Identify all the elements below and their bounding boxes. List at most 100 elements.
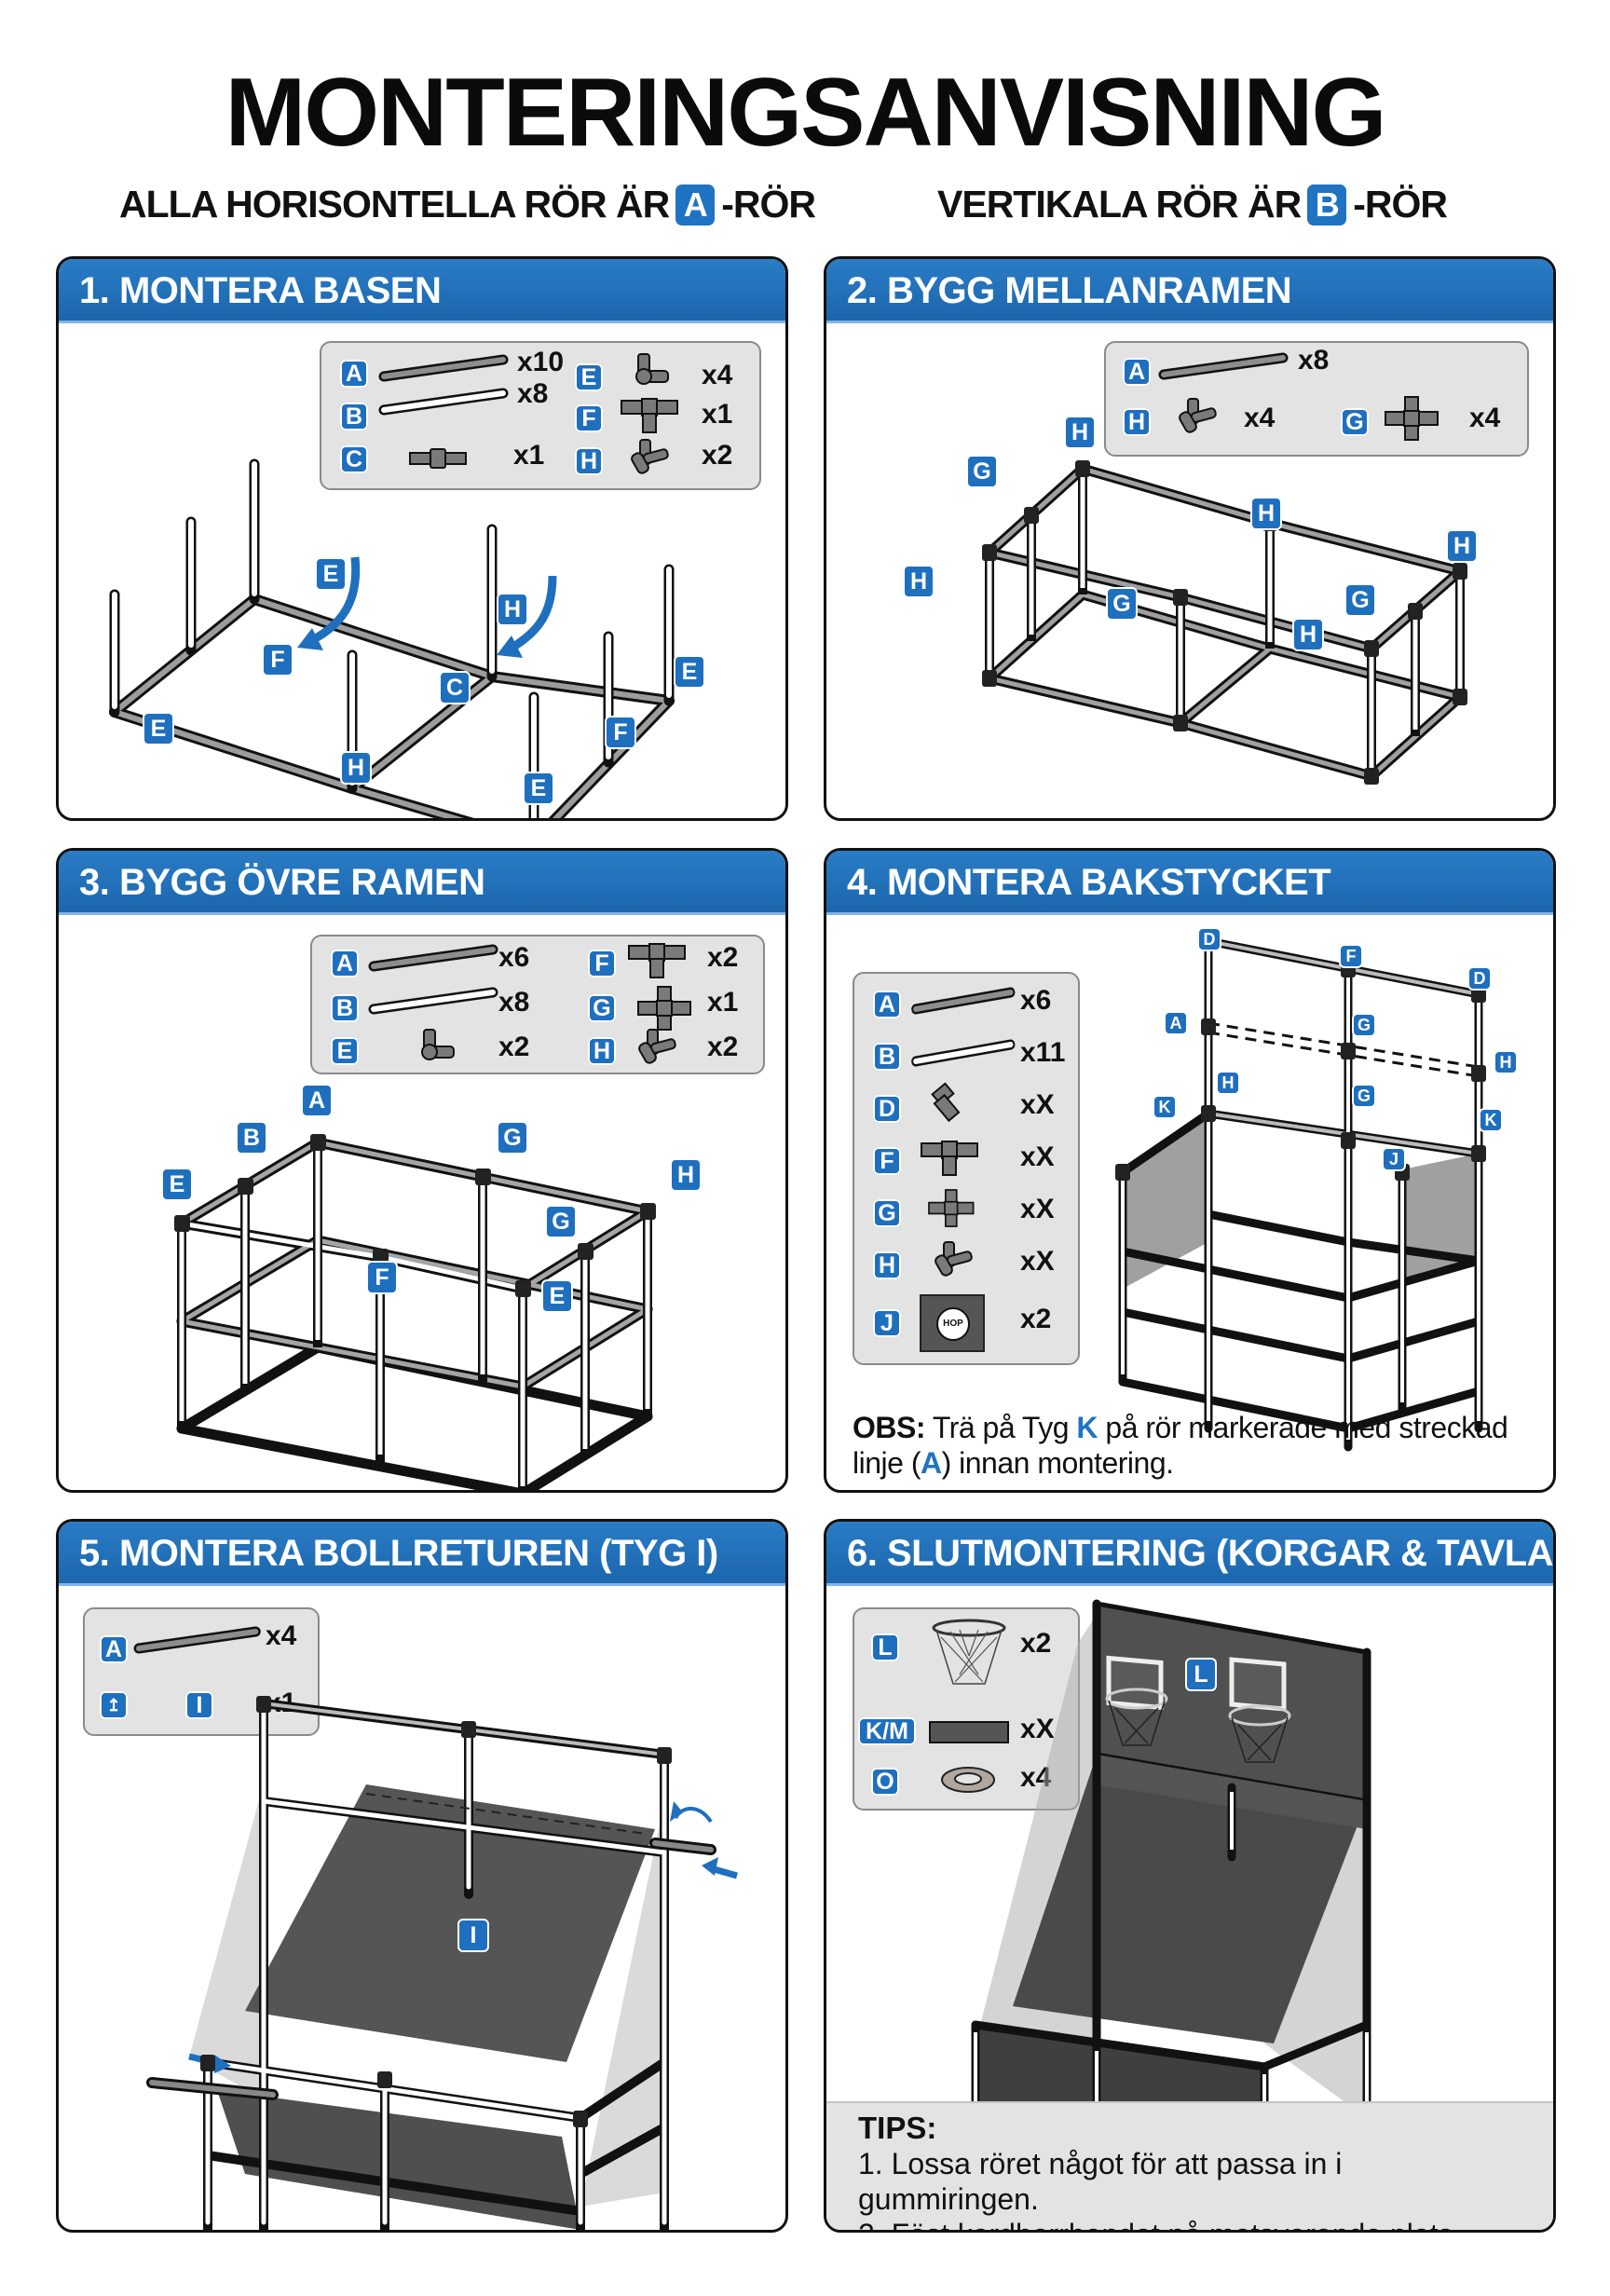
part-qty: x1 <box>513 440 545 471</box>
part-qty: x2 <box>498 1032 530 1062</box>
diagram-label: C <box>439 671 471 704</box>
basket-left <box>1105 1688 1168 1746</box>
part-qty: x1 <box>707 987 739 1018</box>
diagram-label: D <box>1197 927 1221 951</box>
diagram-label: G <box>545 1205 577 1238</box>
part-row-a: A <box>100 1635 128 1663</box>
parts-list: A x8 H x4 G x4 <box>1104 341 1529 457</box>
back-panel-diagram <box>1115 933 1486 1452</box>
diagram-label: A <box>1164 1011 1188 1035</box>
diagram-label: H <box>1292 618 1324 651</box>
step-5-panel: 5. MONTERA BOLLRETUREN (TYG I) A x4 ↥ I … <box>56 1519 788 2233</box>
step-title: 4. MONTERA BAKSTYCKET <box>826 851 1553 915</box>
page-title: MONTERINGSANVISNING <box>225 59 1387 167</box>
part-badge: F <box>575 404 603 432</box>
part-badge: L <box>871 1633 899 1661</box>
part-badge: B <box>331 994 359 1022</box>
middle-frame-diagram <box>982 460 1467 785</box>
diagram-label: I <box>457 1919 489 1952</box>
part-row-g: G <box>873 1199 901 1227</box>
part-row-c: C <box>340 445 368 473</box>
part-badge: I <box>185 1691 213 1719</box>
ball-return-diagram <box>146 1696 738 2230</box>
part-row-f: F <box>873 1147 901 1175</box>
tips-heading: TIPS: <box>858 2111 937 2145</box>
diagram-label: H <box>497 593 528 626</box>
tip-item: 2. Fäst kardborrbandet på motsvarande pl… <box>858 2217 1521 2230</box>
backboard-left <box>1106 1655 1164 1711</box>
diagram-label: F <box>605 716 636 749</box>
hop-panel-icon: HOP <box>920 1294 985 1352</box>
step-1-panel: 1. MONTERA BASEN A x10 B x8 C x1 E x4 F … <box>56 256 788 821</box>
part-qty: x8 <box>517 378 549 409</box>
part-qty: xX <box>1020 1194 1055 1224</box>
step-title: 2. BYGG MELLANRAMEN <box>826 259 1553 323</box>
part-row-h: H <box>588 1037 616 1065</box>
step-2-panel: 2. BYGG MELLANRAMEN A x8 H x4 G x4 H G <box>824 256 1556 821</box>
part-row-l: L <box>871 1633 899 1661</box>
part-qty: xX <box>1020 1714 1055 1744</box>
step-6-panel: 6. SLUTMONTERING (KORGAR & TAVLA) L x2 K… <box>824 1519 1556 2233</box>
part-row-b: B <box>331 994 359 1022</box>
part-qty: x2 <box>1020 1628 1052 1659</box>
diagram-label: H <box>903 565 935 598</box>
part-badge: A <box>1123 358 1151 386</box>
diagram-label: G <box>1352 1013 1376 1037</box>
part-qty: x4 <box>702 360 733 390</box>
diagram-label: H <box>1216 1071 1240 1095</box>
diagram-label: K <box>1479 1108 1503 1132</box>
parts-list: A x6 B x8 E x2 F x2 G x1 H x2 <box>310 935 765 1074</box>
note-tube-a: A <box>920 1446 942 1480</box>
part-badge: O <box>871 1768 899 1796</box>
part-row-e: E <box>331 1037 359 1065</box>
part-row-a: A <box>1123 358 1151 386</box>
part-badge: K/M <box>858 1717 916 1745</box>
subtitle-horizontal-tubes: ALLA HORISONTELLA RÖR ÄR A -RÖR <box>119 183 816 226</box>
part-row-b: B <box>340 403 368 430</box>
part-badge: A <box>340 360 368 388</box>
part-row-g: G <box>588 994 616 1022</box>
step-title: 1. MONTERA BASEN <box>59 259 785 323</box>
arrow-icon <box>508 575 557 652</box>
diagram-label: B <box>236 1121 267 1155</box>
part-qty: x4 <box>1469 403 1501 433</box>
parts-list: L x2 K/M xX O x4 <box>853 1607 1080 1811</box>
diagram-label: E <box>315 557 347 591</box>
diagram-label: H <box>1494 1050 1518 1074</box>
diagram-label: G <box>1352 1084 1376 1108</box>
note-fabric-k: K <box>1076 1411 1098 1444</box>
diagram-label: F <box>262 643 293 676</box>
part-row-o: O <box>871 1768 899 1796</box>
step-title: 3. BYGG ÖVRE RAMEN <box>59 851 785 915</box>
part-badge: D <box>873 1095 901 1123</box>
part-badge: G <box>588 994 616 1022</box>
part-badge: E <box>575 363 603 391</box>
note-text: ) innan montering. <box>941 1446 1174 1480</box>
part-badge: F <box>588 950 616 977</box>
diagram-label: E <box>143 712 174 745</box>
diagram-label: G <box>1106 587 1138 621</box>
diagram-label: K <box>1153 1095 1177 1119</box>
part-row-f: F <box>588 950 616 977</box>
step-title: 5. MONTERA BOLLRETUREN (TYG I) <box>59 1522 785 1586</box>
subtitle-text: ALLA HORISONTELLA RÖR ÄR <box>119 183 670 226</box>
diagram-label: F <box>366 1261 398 1294</box>
part-badge: G <box>873 1199 901 1227</box>
part-qty: x4 <box>1244 403 1276 433</box>
tips-box: TIPS: 1. Lossa röret något för att passa… <box>826 2101 1553 2230</box>
part-row-j: J <box>873 1309 901 1337</box>
part-row-g: G <box>1341 408 1369 436</box>
step-4-panel: 4. MONTERA BAKSTYCKET A x6 B x11 D xX F … <box>824 848 1556 1493</box>
diagram-label: G <box>966 455 998 488</box>
part-qty: x11 <box>1020 1037 1066 1068</box>
parts-list: A x6 B x11 D xX F xX G xX H xX J HOP x2 <box>853 972 1080 1365</box>
note-text: Trä på Tyg <box>925 1411 1077 1444</box>
tip-item: 1. Lossa röret något för att passa in i … <box>858 2147 1343 2216</box>
part-badge: H <box>575 447 603 475</box>
part-qty: xX <box>1020 1246 1055 1277</box>
fabric-up-icon: ↥ <box>100 1691 128 1719</box>
part-qty: xX <box>1020 1089 1055 1120</box>
part-badge-a: A <box>675 184 716 226</box>
note-text: linje ( <box>853 1446 921 1480</box>
part-badge: B <box>340 403 368 430</box>
